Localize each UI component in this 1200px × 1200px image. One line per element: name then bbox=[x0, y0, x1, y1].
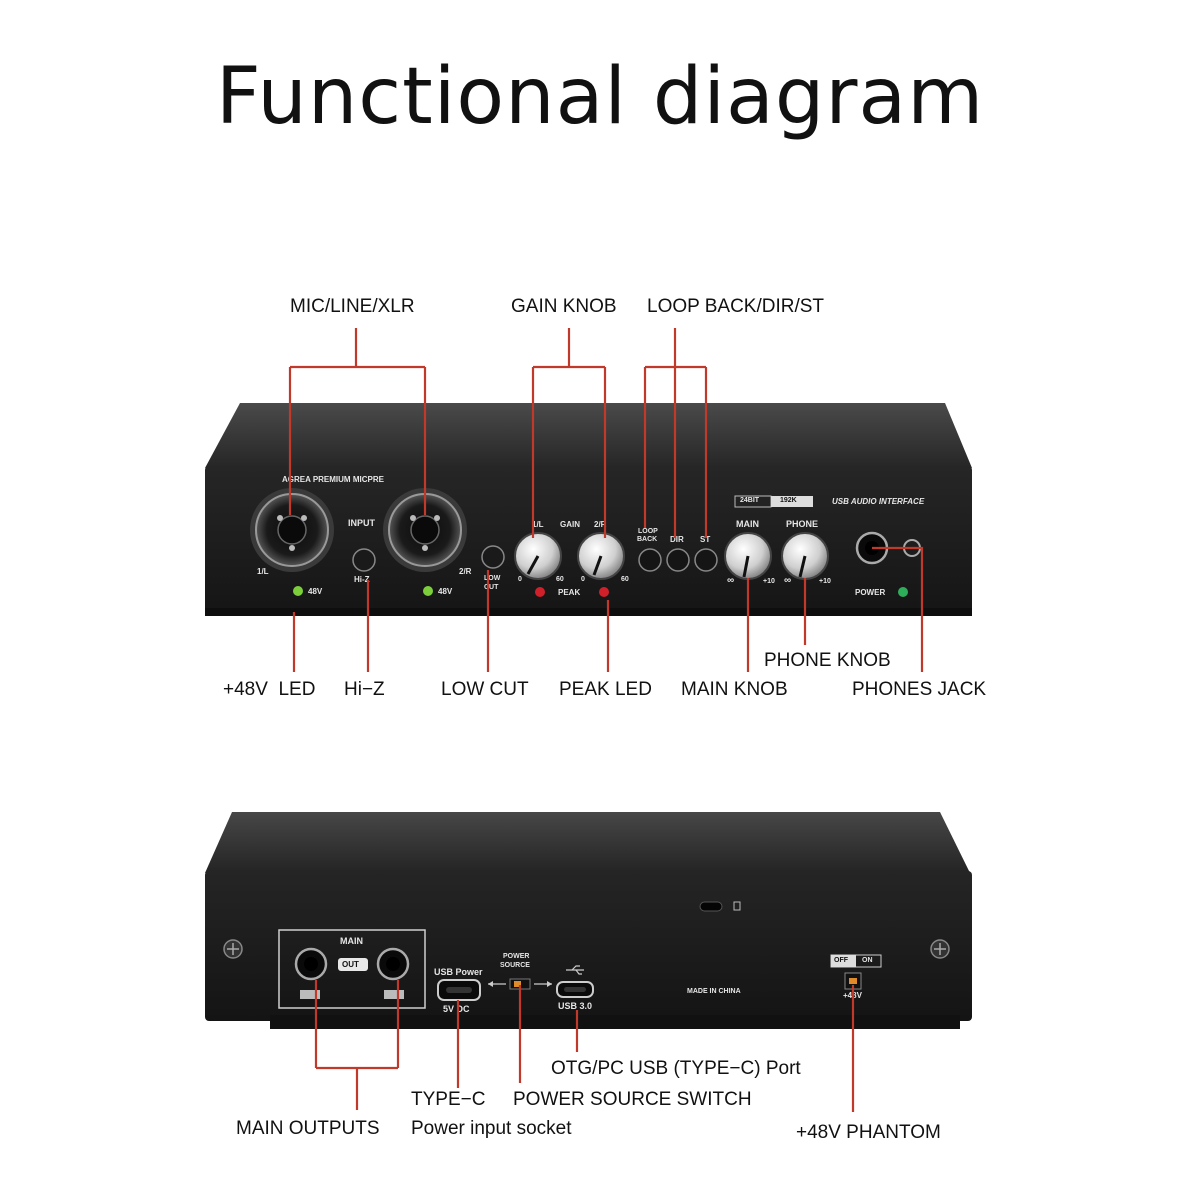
back-main-print: MAIN bbox=[340, 936, 363, 946]
led-48v-2-print: 48V bbox=[438, 587, 453, 596]
dir-button-icon bbox=[666, 548, 690, 572]
gain-zero-a: 0 bbox=[518, 576, 522, 583]
label-peak-led: PEAK LED bbox=[559, 679, 652, 700]
inf-a-print: ∞ bbox=[727, 575, 735, 586]
label-otg-pc-usb: OTG/PC USB (TYPE−C) Port bbox=[551, 1058, 801, 1079]
label-gain-knob: GAIN KNOB bbox=[511, 296, 617, 317]
inf-b-print: ∞ bbox=[784, 575, 792, 586]
low-cut-print-2: CUT bbox=[484, 584, 499, 591]
gain-zero-b: 0 bbox=[581, 576, 585, 583]
label-low-cut: LOW CUT bbox=[441, 679, 529, 700]
back-out-print: OUT bbox=[342, 960, 359, 969]
usb-power-print: USB Power bbox=[434, 967, 483, 977]
main-print: MAIN bbox=[736, 519, 759, 529]
label-hi-z: Hi−Z bbox=[344, 679, 385, 700]
st-print: ST bbox=[700, 535, 711, 544]
power-source-print-2: SOURCE bbox=[500, 962, 530, 969]
loop-back-button-icon bbox=[638, 548, 662, 572]
usb30-print: USB 3.0 bbox=[558, 1001, 593, 1011]
phone-print: PHONE bbox=[786, 519, 819, 529]
low-cut-button-icon bbox=[481, 545, 505, 569]
label-phones-jack: PHONES JACK bbox=[852, 679, 987, 700]
gain-sixty-a: 60 bbox=[556, 576, 564, 583]
loop-print-2: BACK bbox=[637, 536, 658, 543]
power-print: POWER bbox=[855, 588, 886, 597]
khz-print: 192K bbox=[780, 497, 797, 504]
power-source-print-1: POWER bbox=[503, 953, 530, 960]
led-48v-1-icon bbox=[293, 586, 303, 596]
brand-print: AGREA PREMIUM MICPRE bbox=[282, 475, 384, 484]
led-48v-2-icon bbox=[423, 586, 433, 596]
gain-2r-print: 2/R bbox=[594, 520, 607, 529]
made-in-print: MADE IN CHINA bbox=[687, 988, 741, 995]
loop-print-1: LOOP bbox=[638, 528, 658, 535]
input-print: INPUT bbox=[348, 518, 375, 528]
gain-print: GAIN bbox=[560, 520, 580, 529]
bit-print: 24BIT bbox=[740, 497, 760, 504]
plus48v-print: +48V bbox=[843, 991, 862, 1000]
gain-1l-print: 1/L bbox=[532, 520, 544, 529]
off-print: OFF bbox=[834, 957, 848, 964]
dc-print: 5V DC bbox=[443, 1004, 470, 1014]
ch1-print: 1/L bbox=[257, 567, 269, 576]
label-48v-led: +48V LED bbox=[223, 679, 316, 700]
led-48v-1-print: 48V bbox=[308, 587, 323, 596]
label-48v-phantom: +48V PHANTOM bbox=[796, 1122, 941, 1143]
gain-sixty-b: 60 bbox=[621, 576, 629, 583]
ch2-print: 2/R bbox=[459, 567, 472, 576]
usb-interface-print: USB AUDIO INTERFACE bbox=[832, 497, 925, 506]
st-button-icon bbox=[694, 548, 718, 572]
usb-symbol-icon bbox=[566, 965, 584, 975]
dir-print: DIR bbox=[670, 535, 684, 544]
diagram-title: Functional diagram bbox=[215, 52, 985, 142]
peak-led-1-icon bbox=[535, 587, 545, 597]
label-power-input-socket: Power input socket bbox=[411, 1118, 572, 1139]
label-mic-line-xlr: MIC/LINE/XLR bbox=[290, 296, 415, 317]
kensington-lock-icon bbox=[699, 901, 723, 912]
label-type-c: TYPE−C bbox=[411, 1089, 486, 1110]
label-phone-knob: PHONE KNOB bbox=[764, 650, 891, 671]
low-cut-print-1: LOW bbox=[484, 575, 501, 582]
label-loop-back-dir-st: LOOP BACK/DIR/ST bbox=[647, 296, 825, 317]
hi-z-print: Hi-Z bbox=[354, 575, 370, 584]
label-main-knob: MAIN KNOB bbox=[681, 679, 788, 700]
label-main-outputs: MAIN OUTPUTS bbox=[236, 1118, 380, 1139]
peak-led-2-icon bbox=[599, 587, 609, 597]
peak-print: PEAK bbox=[558, 588, 581, 597]
plus10-a-print: +10 bbox=[763, 578, 775, 585]
plus10-b-print: +10 bbox=[819, 578, 831, 585]
on-print: ON bbox=[862, 957, 873, 964]
hi-z-button-icon bbox=[352, 548, 376, 572]
label-power-source-switch: POWER SOURCE SWITCH bbox=[513, 1089, 752, 1110]
